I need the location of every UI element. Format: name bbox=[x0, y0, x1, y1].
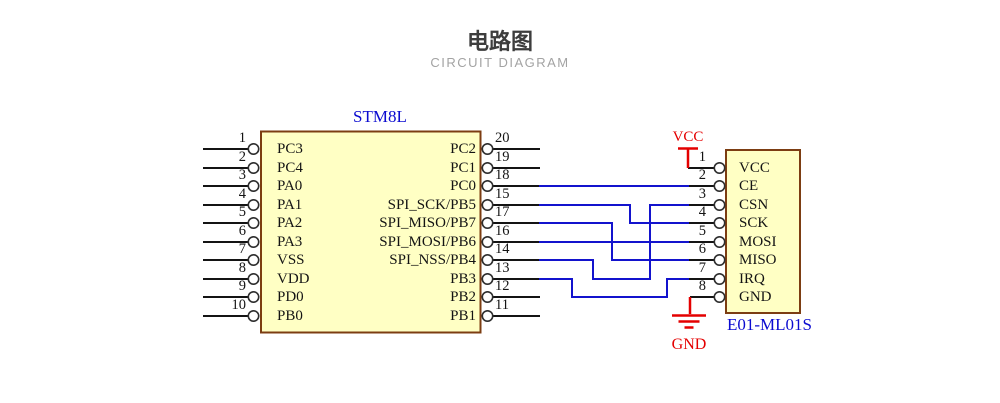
module-pin-number: 7 bbox=[698, 260, 706, 276]
mcu-pin-number: 17 bbox=[495, 204, 510, 220]
module-pin-stubs bbox=[688, 167, 714, 298]
wire-csn bbox=[539, 204, 689, 280]
module-pin-number: 4 bbox=[698, 204, 706, 220]
mcu-pin-number: 11 bbox=[495, 297, 509, 313]
wire-sck bbox=[539, 204, 689, 224]
module-pin-label: MISO bbox=[739, 252, 777, 268]
module-pin-label: GND bbox=[739, 289, 772, 305]
gnd-ground-symbol bbox=[672, 297, 706, 329]
module-pin-label: CSN bbox=[739, 197, 769, 213]
mcu-pin-number: 6 bbox=[238, 223, 246, 239]
mcu-pin-label: VDD bbox=[277, 271, 310, 287]
mcu-pin-label: PC4 bbox=[277, 160, 303, 176]
page-title: 电路图 bbox=[466, 29, 533, 54]
mcu-pin-label: PB1 bbox=[450, 308, 476, 324]
mcu-pin-label: PA0 bbox=[277, 178, 303, 194]
module-pin-number: 5 bbox=[698, 223, 706, 239]
module-pin-number: 8 bbox=[698, 278, 706, 294]
signal-wires bbox=[539, 185, 689, 298]
wire-irq bbox=[539, 278, 689, 298]
mcu-pin-label: SPI_SCK/PB5 bbox=[387, 197, 476, 213]
mcu-pin-label: PD0 bbox=[277, 289, 304, 305]
module-pin-label: MOSI bbox=[739, 234, 777, 250]
pin-circles bbox=[247, 143, 726, 322]
mcu-pin-number: 13 bbox=[495, 260, 510, 276]
mcu-pin-label: PC2 bbox=[450, 141, 476, 157]
mcu-pin-label: PC3 bbox=[277, 141, 303, 157]
rf-module-body bbox=[725, 149, 801, 314]
module-pin-label: VCC bbox=[739, 160, 770, 176]
module-pin-label: CE bbox=[739, 178, 759, 194]
mcu-left-pin-stubs bbox=[203, 148, 248, 317]
mcu-pin-number: 16 bbox=[495, 223, 510, 239]
mcu-pin-label: SPI_MOSI/PB6 bbox=[379, 234, 476, 250]
module-pin-label: SCK bbox=[739, 215, 769, 231]
mcu-pin-number: 2 bbox=[238, 149, 246, 165]
vcc-power-symbol bbox=[678, 147, 698, 168]
module-pin-number: 1 bbox=[698, 149, 706, 165]
mcu-pin-label: VSS bbox=[277, 252, 305, 268]
mcu-pin-number: 5 bbox=[238, 204, 246, 220]
rf-module-designator: E01-ML01S bbox=[727, 315, 812, 334]
vcc-net-label: VCC bbox=[672, 129, 704, 145]
mcu-pin-label: SPI_NSS/PB4 bbox=[389, 252, 476, 268]
mcu-pin-label: PA3 bbox=[277, 234, 303, 250]
mcu-designator: STM8L bbox=[353, 107, 407, 126]
mcu-pin-number: 8 bbox=[238, 260, 246, 276]
mcu-pin-number: 19 bbox=[495, 149, 510, 165]
mcu-pin-number: 7 bbox=[238, 241, 246, 257]
mcu-pin-number: 20 bbox=[495, 130, 510, 146]
module-pin-label: IRQ bbox=[739, 271, 765, 287]
gnd-net-label: GND bbox=[671, 336, 707, 353]
module-pin-number: 6 bbox=[698, 241, 706, 257]
mcu-pin-label: PB2 bbox=[450, 289, 476, 305]
mcu-pin-number: 3 bbox=[238, 167, 246, 183]
mcu-pin-number: 12 bbox=[495, 278, 510, 294]
mcu-pin-label: PC0 bbox=[450, 178, 476, 194]
mcu-pin-number: 10 bbox=[231, 297, 247, 313]
mcu-body bbox=[260, 130, 482, 334]
mcu-pin-label: PB3 bbox=[450, 271, 476, 287]
mcu-pin-number: 14 bbox=[495, 241, 510, 257]
mcu-pin-label: SPI_MISO/PB7 bbox=[379, 215, 476, 231]
mcu-pin-label: PB0 bbox=[277, 308, 303, 324]
mcu-pin-label: PC1 bbox=[450, 160, 476, 176]
mcu-pin-number: 4 bbox=[238, 186, 246, 202]
mcu-pin-label: PA1 bbox=[277, 197, 303, 213]
mcu-pin-number: 15 bbox=[495, 186, 510, 202]
mcu-right-pin-stubs bbox=[493, 148, 540, 317]
module-pin-number: 3 bbox=[698, 186, 706, 202]
page-subtitle: CIRCUIT DIAGRAM bbox=[430, 55, 570, 70]
mcu-pin-label: PA2 bbox=[277, 215, 303, 231]
mcu-pin-number: 18 bbox=[495, 167, 510, 183]
module-pin-number: 2 bbox=[698, 167, 706, 183]
mcu-pin-number: 1 bbox=[238, 130, 246, 146]
mcu-pin-number: 9 bbox=[238, 278, 246, 294]
